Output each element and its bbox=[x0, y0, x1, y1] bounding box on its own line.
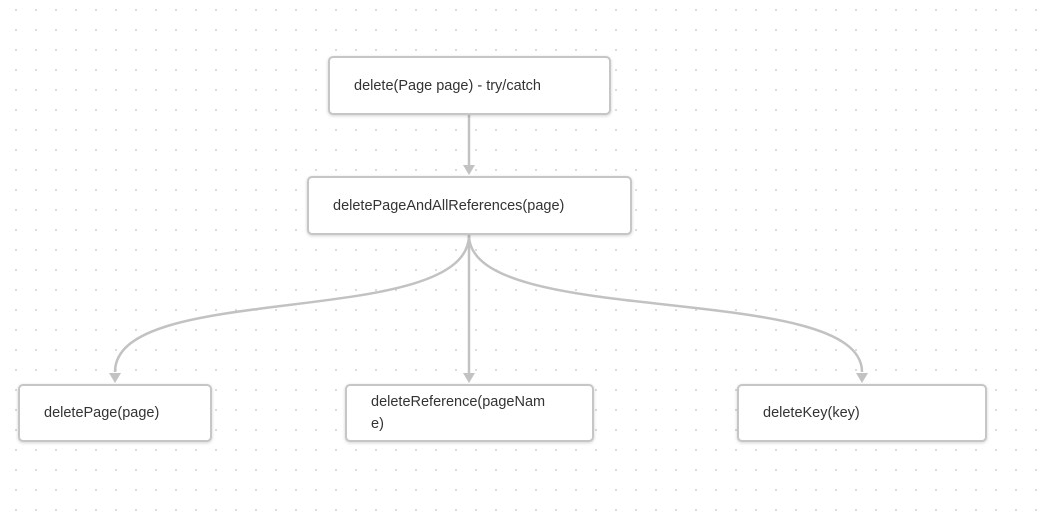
node-label: deleteReference(pageName) bbox=[371, 394, 546, 432]
node-delete-try-catch[interactable]: delete(Page page) - try/catch bbox=[328, 56, 611, 115]
node-label: deleteKey(key) bbox=[763, 405, 860, 421]
arrowhead-center bbox=[463, 373, 475, 383]
arrowhead-left bbox=[109, 373, 121, 383]
edge-middle-to-left bbox=[113, 234, 471, 373]
node-label: delete(Page page) - try/catch bbox=[354, 77, 541, 94]
node-delete-key[interactable]: deleteKey(key) bbox=[737, 384, 987, 442]
node-delete-page-and-all-references[interactable]: deletePageAndAllReferences(page) bbox=[307, 176, 632, 235]
arrowhead-right bbox=[856, 373, 868, 383]
node-delete-page[interactable]: deletePage(page) bbox=[18, 384, 212, 442]
arrowhead-middle bbox=[463, 165, 475, 175]
edge-middle-to-right bbox=[467, 234, 864, 373]
node-delete-reference[interactable]: deleteReference(pageName) bbox=[345, 384, 594, 442]
node-label: deletePageAndAllReferences(page) bbox=[333, 197, 565, 214]
node-label: deletePage(page) bbox=[44, 405, 160, 421]
